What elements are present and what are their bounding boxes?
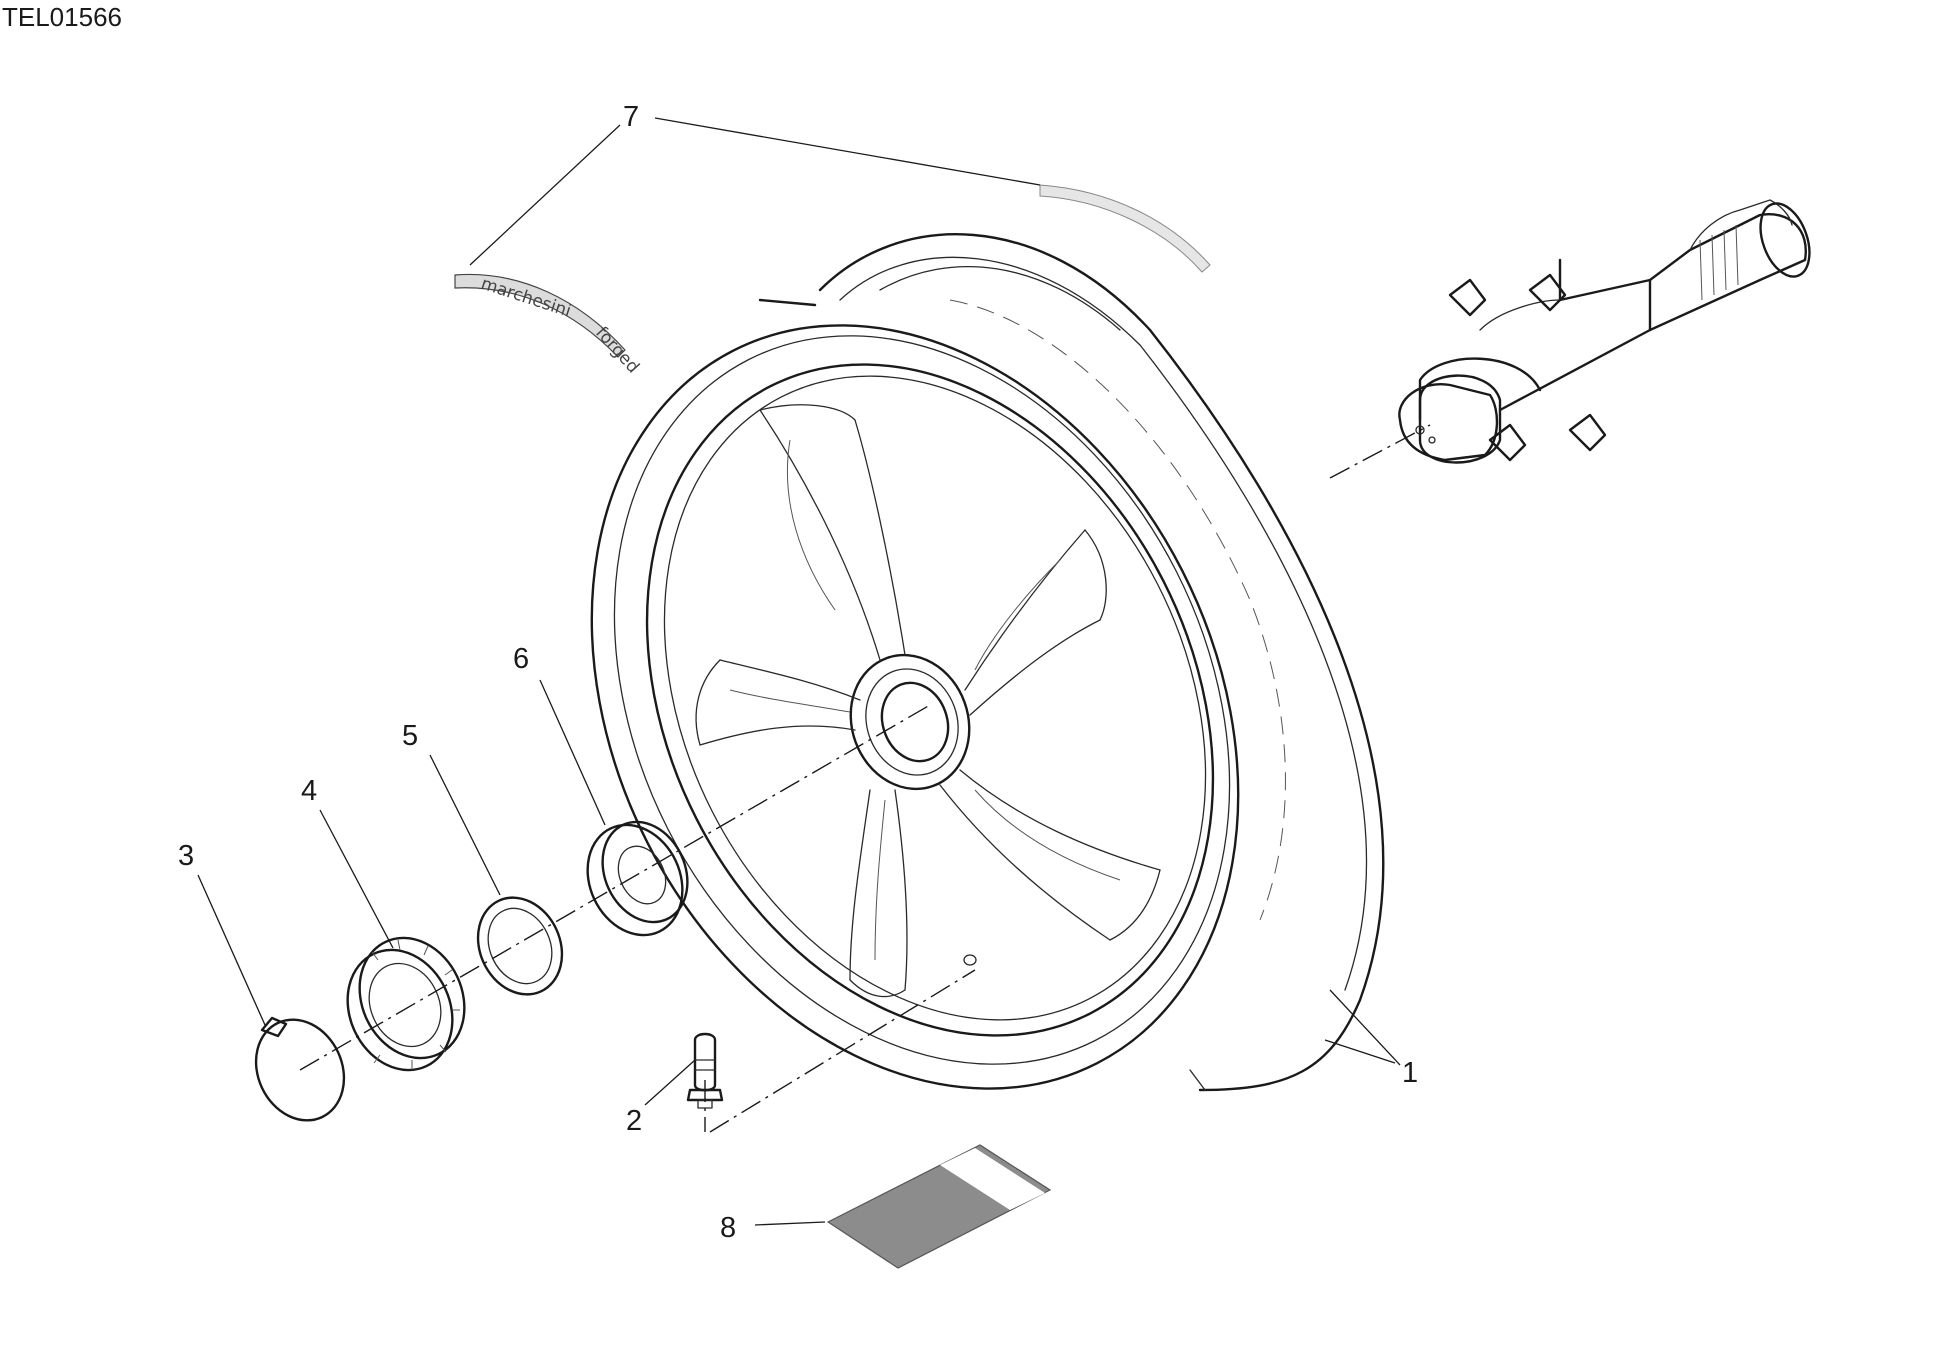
decal-sub-text: forged xyxy=(591,323,643,377)
leader-lines xyxy=(197,117,1401,1226)
decal-brand-text: marchesini xyxy=(478,274,573,322)
ring-nut xyxy=(346,936,466,1072)
callout-7: 7 xyxy=(623,101,639,133)
seal xyxy=(586,820,689,937)
wheel-axle-hub xyxy=(1398,199,1811,464)
callout-2: 2 xyxy=(626,1105,642,1137)
callout-labels: 1 2 3 4 5 6 7 8 xyxy=(178,101,1418,1244)
drawing-code: TEL01566 xyxy=(2,2,122,32)
valve-stem xyxy=(686,1032,724,1109)
spacer-ring xyxy=(476,896,564,996)
callout-6: 6 xyxy=(513,643,529,675)
document-card xyxy=(826,1144,1052,1269)
wheel-rim xyxy=(590,233,1385,1092)
wheel-spokes xyxy=(695,404,1161,998)
callout-3: 3 xyxy=(178,840,194,872)
callout-5: 5 xyxy=(402,720,418,752)
callout-1: 1 xyxy=(1402,1057,1418,1089)
callout-8: 8 xyxy=(720,1212,736,1244)
circlip xyxy=(254,1016,346,1122)
assembly-axis-lines xyxy=(299,424,1431,1133)
callout-4: 4 xyxy=(301,775,317,807)
